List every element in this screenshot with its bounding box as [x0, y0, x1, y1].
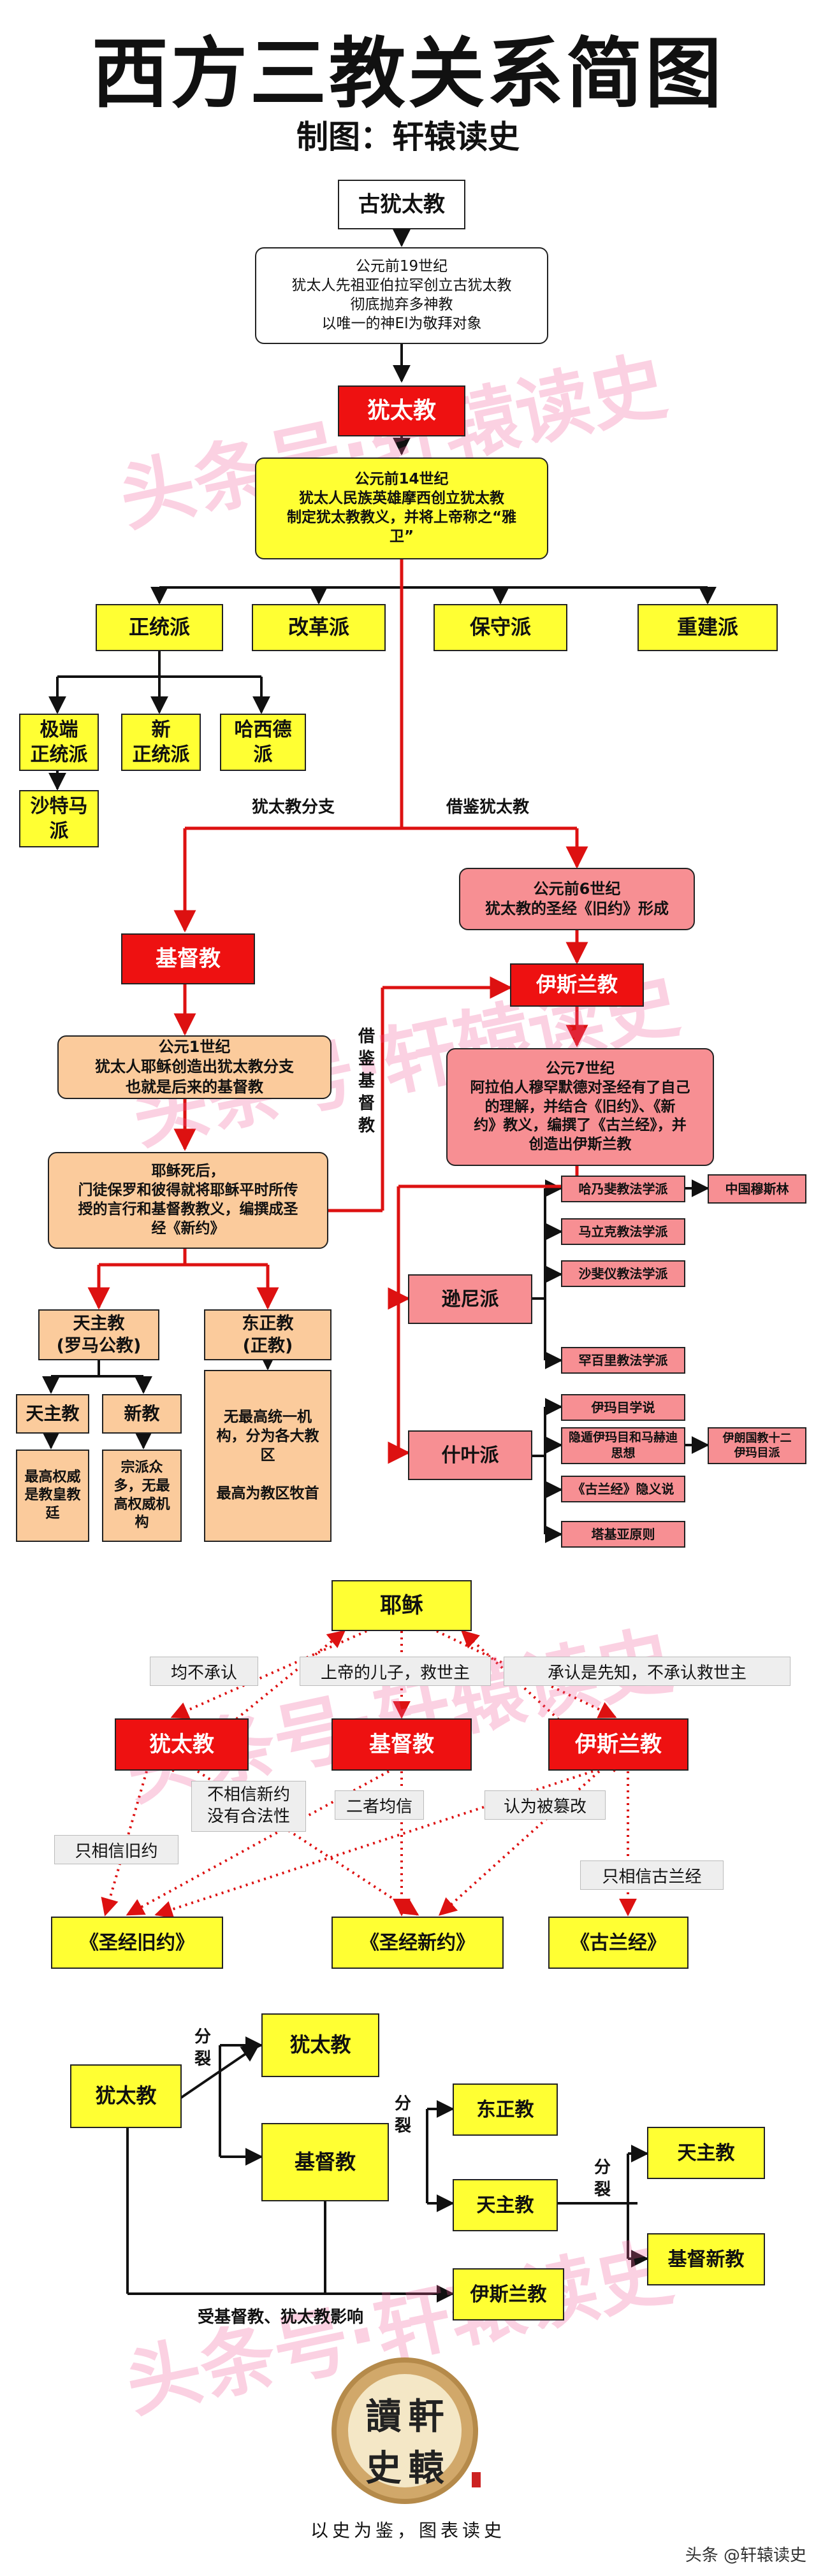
note-7th-century: 公元7世纪 阿拉伯人穆罕默德对圣经有了自己 的理解，并结合《旧约》、《新 约》教… — [446, 1048, 714, 1166]
orthodox-box: 正统派 — [96, 604, 223, 651]
catholic-right-box: 天主教 — [647, 2127, 765, 2179]
seal-logo: 讀 軒 史 轅 — [332, 2357, 478, 2504]
christianity-box: 基督教 — [121, 933, 255, 984]
judaism-root-box: 犹太教 — [70, 2064, 182, 2128]
eastern-orthodox-box-s3: 东正教 — [453, 2083, 558, 2136]
both-believed-tag: 二者均信 — [335, 1790, 424, 1820]
extreme-orthodox-box: 极端 正统派 — [19, 714, 99, 771]
ancient-judaism-box: 古犹太教 — [338, 180, 465, 229]
borrow-judaism-label: 借鉴犹太教 — [446, 798, 530, 817]
split-label: 分 裂 — [194, 2027, 211, 2069]
seal-stamp-icon — [472, 2472, 481, 2487]
split-label: 分 裂 — [594, 2158, 611, 2200]
islam-box-s3: 伊斯兰教 — [453, 2268, 564, 2321]
islam-box: 伊斯兰教 — [510, 963, 644, 1007]
reform-box: 改革派 — [252, 604, 386, 651]
new-christianity-box: 基督新教 — [647, 2233, 765, 2285]
tampered-tag: 认为被篡改 — [484, 1790, 606, 1820]
protestant-box: 新教 — [102, 1394, 182, 1434]
shia-box: 什叶派 — [408, 1430, 532, 1480]
islam-box-s2: 伊斯兰教 — [548, 1718, 688, 1771]
sunni-school: 马立克教法学派 — [561, 1218, 685, 1245]
sunni-school: 罕百里教法学派 — [561, 1347, 685, 1374]
seal-char: 軒 — [408, 2396, 444, 2438]
conservative-box: 保守派 — [433, 604, 567, 651]
hasidic-box: 哈西德 派 — [220, 714, 306, 771]
catholic-box: 天主教 (罗马公教) — [38, 1309, 159, 1360]
judaism-box: 犹太教 — [338, 385, 465, 436]
reconstruction-box: 重建派 — [638, 604, 778, 651]
sunni-box: 逊尼派 — [408, 1274, 532, 1324]
only-quran-tag: 只相信古兰经 — [580, 1860, 724, 1890]
page-title: 西方三教关系简图 — [92, 30, 724, 119]
shia-school: 伊玛目学说 — [561, 1394, 685, 1421]
seal-char: 轅 — [408, 2447, 444, 2489]
catholic-box-s3: 天主教 — [453, 2179, 558, 2231]
catholic-sub-box: 天主教 — [16, 1394, 89, 1434]
new-orthodox-box: 新 正统派 — [121, 714, 201, 771]
footer-motto: 以史为鉴，图表读史 — [310, 2520, 506, 2541]
old-testament-box: 《圣经旧约》 — [51, 1917, 223, 1969]
prophet-tag: 承认是先知，不承认救世主 — [504, 1657, 790, 1686]
jesus-box: 耶稣 — [332, 1580, 472, 1631]
sunni-school: 沙斐仪教法学派 — [561, 1260, 685, 1287]
china-muslim-box: 中国穆斯林 — [708, 1174, 806, 1204]
quran-box: 《古兰经》 — [548, 1917, 688, 1969]
judaism-box-s2: 犹太教 — [115, 1718, 249, 1771]
influence-label: 受基督教、犹太教影响 — [198, 2308, 364, 2327]
orthodox-desc-box: 无最高统一机 构，分为各大教 区 最高为教区牧首 — [204, 1370, 332, 1542]
judaism-box-s3: 犹太教 — [261, 2013, 379, 2077]
borrow-christianity-label: 借 鉴 基 督 教 — [358, 1027, 375, 1136]
note-6th-century: 公元前6世纪 犹太教的圣经《旧约》形成 — [459, 868, 695, 930]
eastern-orthodox-box: 东正教 (正教) — [204, 1309, 332, 1360]
only-old-testament-tag: 只相信旧约 — [54, 1835, 178, 1864]
christianity-box-s3: 基督教 — [261, 2123, 389, 2201]
iran-twelver-box: 伊朗国教十二 伊玛目派 — [708, 1427, 806, 1464]
catholic-desc-box: 最高权威 是教皇教 廷 — [16, 1450, 89, 1542]
note-after-jesus-death: 耶稣死后， 门徒保罗和彼得就将耶稣平时所传 授的言行和基督教教义，编撰成圣 经《… — [48, 1152, 328, 1249]
shia-school: 《古兰经》隐义说 — [561, 1476, 685, 1502]
note-1st-century: 公元1世纪 犹太人耶稣创造出犹太教分支 也就是后来的基督教 — [57, 1035, 332, 1099]
footer-credit: 头条 @轩辕读史 — [685, 2546, 806, 2565]
protestant-desc-box: 宗派众 多，无最 高权威机 构 — [102, 1450, 182, 1542]
no-legitimacy-tag: 不相信新约 没有合法性 — [191, 1781, 306, 1832]
new-testament-box: 《圣经新约》 — [332, 1917, 504, 1969]
deny-tag: 均不承认 — [150, 1657, 258, 1686]
shia-school: 塔基亚原则 — [561, 1521, 685, 1548]
son-of-god-tag: 上帝的儿子，救世主 — [300, 1657, 491, 1686]
seal-char: 史 — [365, 2447, 402, 2489]
satmar-box: 沙特马 派 — [19, 790, 99, 847]
note-14th-century: 公元前14世纪 犹太人民族英雄摩西创立犹太教 制定犹太教教义，并将上帝称之“雅 … — [255, 457, 548, 559]
sunni-school: 哈乃斐教法学派 — [561, 1176, 685, 1202]
split-label: 分 裂 — [394, 2094, 411, 2136]
shia-school: 隐遁伊玛目和马赫迪 思想 — [561, 1427, 685, 1464]
christianity-box-s2: 基督教 — [332, 1718, 472, 1771]
judaism-branch-label: 犹太教分支 — [252, 798, 335, 817]
seal-char: 讀 — [365, 2396, 402, 2438]
page-subtitle: 制图：轩辕读史 — [296, 119, 520, 155]
note-19th-century: 公元前19世纪 犹太人先祖亚伯拉罕创立古犹太教 彻底抛弃多神教 以唯一的神El为… — [255, 247, 548, 344]
